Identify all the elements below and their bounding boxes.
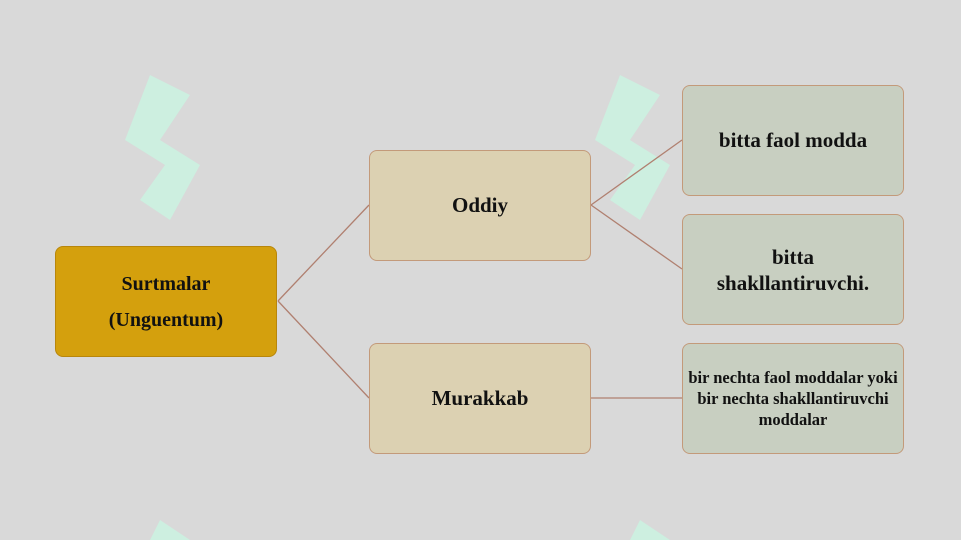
connector-oddiy-leaf1 bbox=[590, 139, 683, 206]
leaf-node-label: bitta faol modda bbox=[718, 128, 868, 152]
leaf-node-bitta-shakllantiruvchi: bitta shakllantiruvchi. bbox=[682, 214, 904, 325]
branch-node-oddiy: Oddiy bbox=[369, 150, 591, 261]
branch-node-label: Murakkab bbox=[431, 386, 529, 410]
connector-root-oddiy bbox=[277, 204, 370, 302]
leaf-node-bir-nechta: bir nechta faol moddalar yoki bir nechta… bbox=[682, 343, 904, 454]
leaf-node-label: bitta shakllantiruvchi. bbox=[716, 244, 870, 295]
branch-node-murakkab: Murakkab bbox=[369, 343, 591, 454]
root-node: Surtmalar (Unguentum) bbox=[55, 246, 277, 357]
connector-oddiy-leaf2 bbox=[590, 204, 683, 270]
root-node-title: Surtmalar bbox=[121, 272, 211, 295]
leaf-node-bitta-faol-modda: bitta faol modda bbox=[682, 85, 904, 196]
branch-node-label: Oddiy bbox=[451, 193, 509, 217]
connector-root-murakkab bbox=[277, 300, 370, 399]
leaf-node-label: bir nechta faol moddalar yoki bir nechta… bbox=[688, 368, 898, 429]
root-node-subtitle: (Unguentum) bbox=[108, 308, 224, 331]
